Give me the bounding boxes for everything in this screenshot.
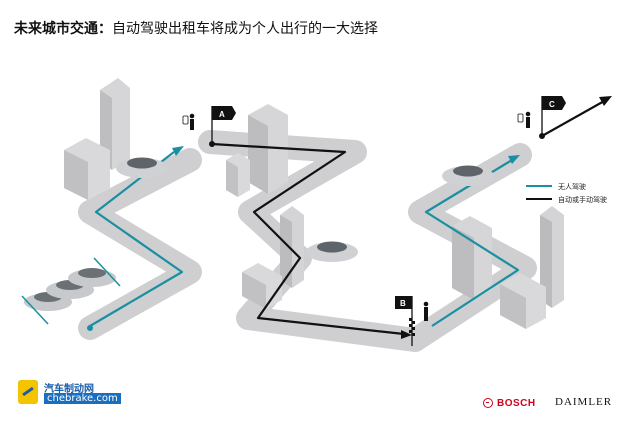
title-text: 自动驾驶出租车将成为个人出行的一大选择 [112,21,378,37]
flag-c-label: C [549,100,555,109]
building-center-small [226,153,250,197]
car-moving-2 [306,241,358,262]
arrow-head-right [508,155,520,164]
daimler-logo: DAIMLER [555,396,613,408]
watermark-cn: 汽车制动网 [44,384,94,395]
building-right-tower [540,206,564,308]
car-moving-1 [116,157,168,178]
title-prefix: 未来城市交通： [14,21,112,37]
building-right-block [452,216,492,300]
person-b [423,301,429,321]
building-center-tower [280,206,304,288]
bosch-logo: BOSCH [483,396,536,410]
person-with-phone-c [517,111,531,128]
route-mixed [211,142,405,336]
flag-a: A [211,106,236,144]
building-block-left [64,138,110,200]
route-autonomous-left [89,151,184,327]
bosch-ring-icon [483,398,493,408]
flag-c: C [541,96,566,136]
building-right-low [500,273,546,329]
page-title: 未来城市交通：自动驾驶出租车将成为个人出行的一大选择 [14,18,378,38]
flag-b: B [395,296,415,346]
watermark: 汽车制动网 chebrake.com [18,378,122,408]
legend-label-autonomous: 无人驾驶 [558,182,586,191]
route-final [541,99,607,137]
bosch-text: BOSCH [497,397,536,409]
checkered-marker [409,318,415,336]
parked-cars [21,257,121,325]
arrow-head-final [599,96,612,106]
route-autonomous-right [424,159,520,327]
arrow-head-left [172,146,184,156]
watermark-logo-icon [18,380,38,404]
watermark-url: chebrake.com [44,393,121,404]
parked-car-3 [68,268,116,287]
legend-label-mixed: 自动或手动驾驶 [558,195,607,204]
arrow-head-mixed [401,330,412,339]
flag-a-label: A [219,110,225,119]
legend: 无人驾驶 自动或手动驾驶 [526,182,607,204]
flag-b-label: B [400,299,406,308]
person-with-phone-a [182,113,195,130]
building-center-tall [248,104,288,194]
car-moving-3 [442,165,494,186]
start-point [87,325,93,331]
